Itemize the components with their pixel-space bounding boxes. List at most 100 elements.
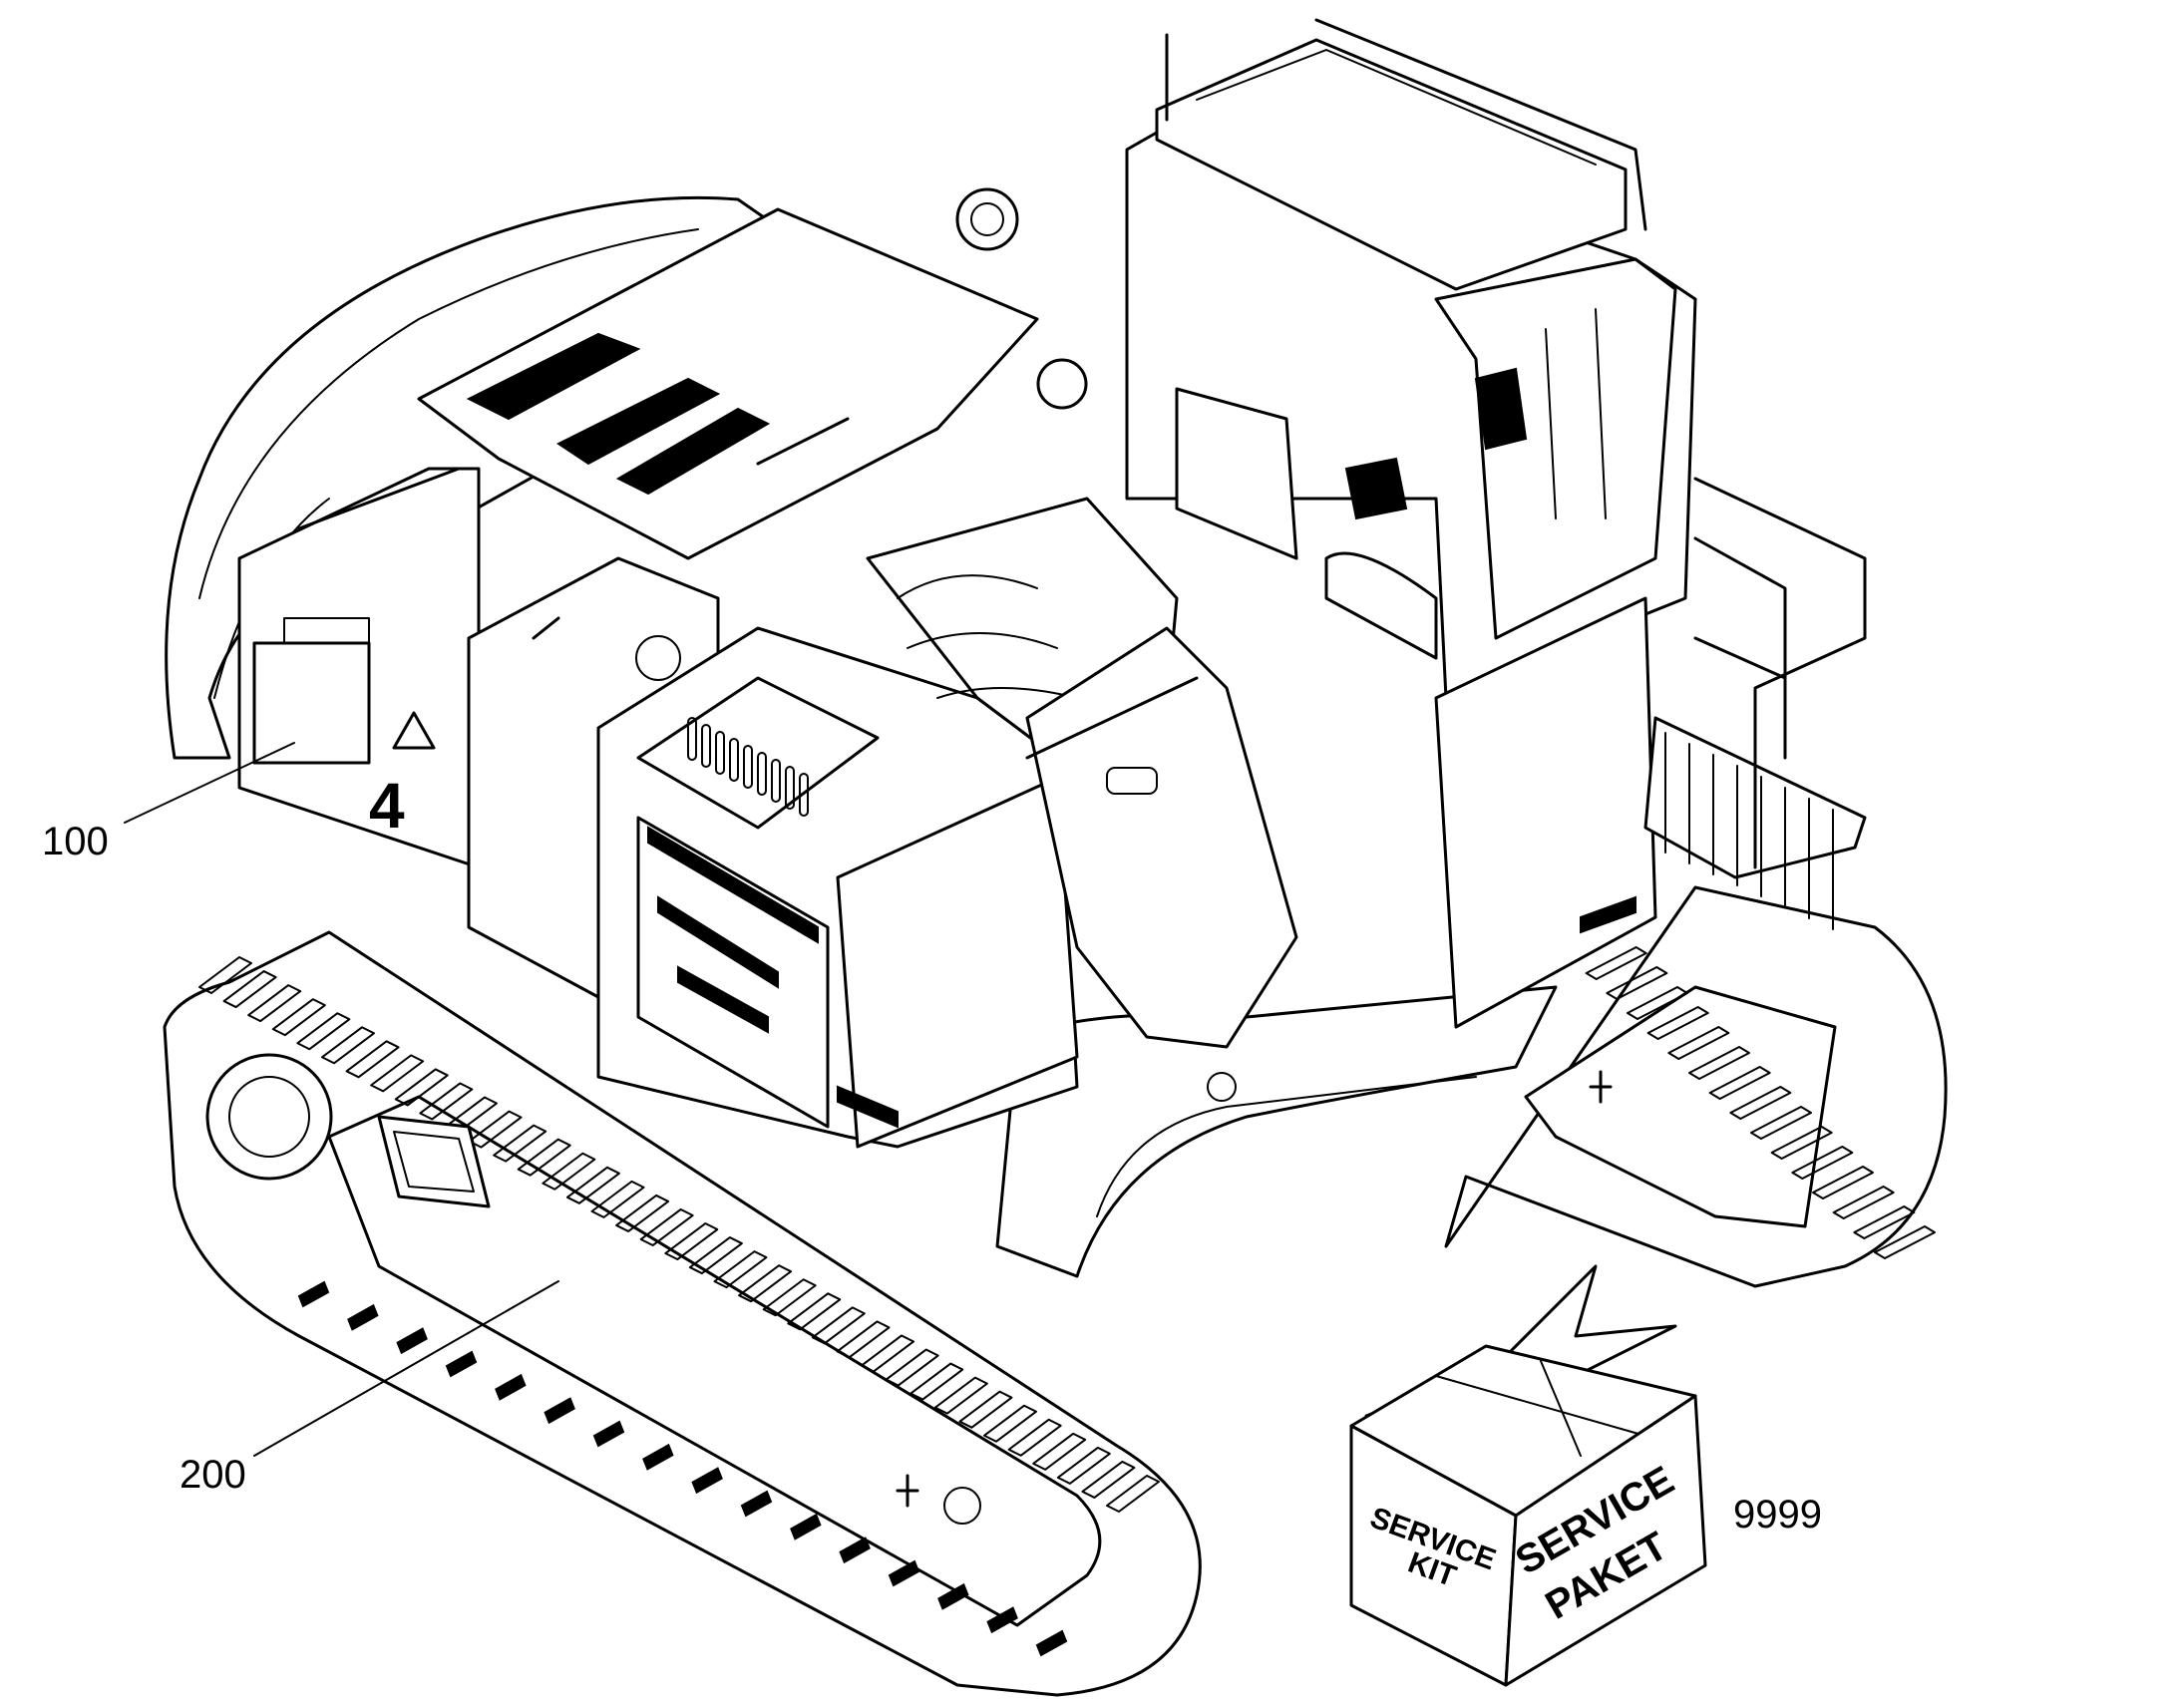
track-shoe: [762, 1278, 817, 1317]
track-link: [1035, 1629, 1068, 1657]
cover-slot: [701, 724, 711, 768]
track-shoe: [542, 1152, 596, 1191]
track-shoe: [933, 1376, 988, 1415]
joystick-icon: [1474, 367, 1528, 451]
lifting-point-icon: [943, 1487, 981, 1525]
engine-hood: [417, 207, 1039, 560]
right-track-shoes: [1565, 926, 1936, 1259]
track-link: [986, 1606, 1018, 1634]
callout-leaders: [124, 742, 559, 1457]
cover-slot: [729, 738, 739, 782]
track-shoe: [271, 998, 326, 1037]
hood-vent-grilles: [466, 332, 771, 496]
operator-cab: [1125, 18, 1867, 1029]
track-shoe: [909, 1362, 964, 1401]
track-shoe: [1750, 1106, 1812, 1140]
cab-side-window: [1175, 387, 1298, 560]
track-shoe: [688, 1236, 743, 1275]
callout-100: 100: [42, 820, 109, 863]
left-track-rollers: [297, 1280, 1068, 1657]
track-link: [740, 1490, 773, 1518]
track-link: [691, 1467, 723, 1495]
track-shoe: [1770, 1126, 1833, 1160]
boom-foot-bracket: [1025, 626, 1298, 1049]
cover-slot: [757, 752, 767, 796]
battery-box: [252, 641, 371, 765]
track-link: [347, 1303, 379, 1331]
cover-slot: [687, 717, 697, 761]
track-shoe: [811, 1306, 866, 1345]
hood-handle: [756, 417, 850, 466]
track-shoe: [885, 1348, 939, 1387]
track-shoe: [345, 1040, 400, 1079]
track-link: [888, 1559, 920, 1587]
track-shoe: [370, 1054, 425, 1093]
track-link: [495, 1373, 527, 1401]
cover-slot: [799, 773, 809, 817]
track-link: [445, 1350, 478, 1378]
track-link: [297, 1280, 330, 1308]
track-shoe: [222, 970, 277, 1009]
left-crawler-track: [163, 930, 1202, 1697]
right-crawler-track: [1444, 885, 1948, 1288]
lashing-mark-icon-right: [1589, 1070, 1613, 1104]
track-shoe: [296, 1012, 351, 1051]
drive-sprocket: [205, 1053, 333, 1181]
roof-handrail: [1314, 18, 1647, 231]
track-shoe: [615, 1194, 670, 1232]
windshield: [1434, 257, 1677, 640]
track-shoe: [958, 1390, 1013, 1429]
track-shoe: [787, 1292, 842, 1331]
track-shoe: [247, 984, 302, 1023]
track-shoe: [1646, 1006, 1709, 1040]
service-kit-box: SERVICE KIT SERVICE PAKET: [1349, 1264, 1707, 1687]
track-shoe: [1007, 1418, 1062, 1457]
platform-railing: [1693, 477, 1867, 869]
cover-slot: [771, 759, 781, 803]
track-shoe: [639, 1207, 694, 1246]
track-shoe: [1874, 1225, 1936, 1259]
track-shoe: [1081, 1460, 1136, 1499]
track-shoe: [1606, 966, 1668, 1000]
track-link: [396, 1327, 428, 1355]
track-link: [839, 1537, 871, 1564]
warning-triangle-icon: [392, 711, 436, 750]
track-cover-plate: [377, 1115, 491, 1208]
model-mark: 4: [369, 770, 405, 842]
track-shoe: [517, 1138, 571, 1177]
track-shoe: [1056, 1446, 1111, 1485]
air-filter: [955, 187, 1019, 251]
track-shoe: [1106, 1475, 1160, 1513]
cover-slot: [715, 731, 725, 775]
callout-9999: 9999: [1733, 1493, 1822, 1537]
track-shoe: [713, 1250, 768, 1289]
tank-cover-slots: [687, 717, 809, 817]
track-shoe: [1032, 1432, 1087, 1471]
track-shoe: [664, 1222, 719, 1261]
track-shoe: [738, 1264, 793, 1303]
track-link: [790, 1513, 822, 1540]
track-shoe: [983, 1404, 1038, 1443]
left-track-shoes: [198, 956, 1160, 1513]
cover-slot: [785, 766, 795, 810]
cover-slot: [743, 745, 753, 789]
track-shoe: [1688, 1046, 1750, 1080]
track-shoe: [1832, 1186, 1895, 1219]
track-shoe: [1585, 946, 1647, 980]
track-shoe: [1708, 1066, 1771, 1100]
track-shoe: [1627, 986, 1688, 1020]
track-shoe: [565, 1166, 620, 1204]
track-link: [937, 1582, 969, 1610]
track-shoe: [1667, 1026, 1730, 1060]
walkway-grating: [1664, 732, 1834, 930]
lashing-mark-icon: [896, 1474, 919, 1508]
track-link: [642, 1443, 674, 1471]
track-shoe: [198, 956, 252, 994]
cab-roof: [1155, 38, 1628, 291]
track-link: [592, 1420, 625, 1448]
track-shoe: [590, 1180, 645, 1218]
track-shoe: [468, 1110, 523, 1149]
track-shoe: [836, 1320, 891, 1359]
track-shoe: [1853, 1205, 1916, 1239]
